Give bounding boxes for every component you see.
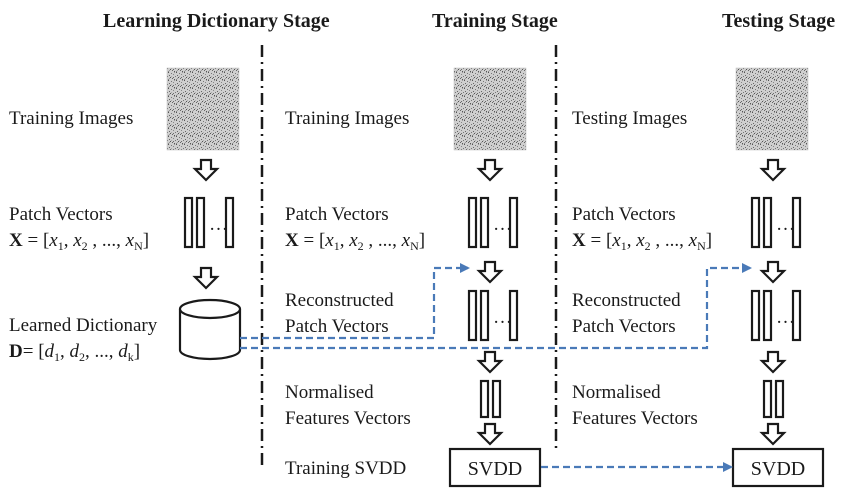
svdd-box-training: [448, 447, 542, 488]
svdd-box-testing: [731, 447, 825, 488]
down-arrow-icon: [759, 158, 787, 182]
patch-vectors-label-testing: Patch Vectors: [572, 204, 676, 225]
normalised-label-testing-line2: Features Vectors: [572, 408, 698, 429]
down-arrow-icon: [476, 158, 504, 182]
training-images-label-learning: Training Images: [9, 108, 133, 129]
training-stage-header: Training Stage: [432, 10, 558, 32]
testing-stage-header: Testing Stage: [722, 10, 835, 32]
ellipsis-icon: …: [776, 307, 795, 328]
down-arrow-icon: [759, 350, 787, 374]
down-arrow-icon: [759, 422, 787, 446]
reconstructed-vectors-icon: [750, 289, 802, 342]
svdd-box-testing-label: SVDD: [751, 458, 805, 480]
dictionary-database-icon: [178, 298, 242, 361]
normalised-label-training-line2: Features Vectors: [285, 408, 411, 429]
training-images-label-training: Training Images: [285, 108, 409, 129]
svdd-box-training-label: SVDD: [468, 458, 522, 480]
down-arrow-icon: [476, 422, 504, 446]
down-arrow-icon: [476, 350, 504, 374]
normalised-vectors-icon: [479, 379, 502, 419]
formula-x-learning: X = [x1, x2 , ..., xN]: [9, 230, 149, 253]
learned-dictionary-label: Learned Dictionary: [9, 315, 158, 336]
training-image-learning: [166, 67, 240, 151]
normalised-label-training-line1: Normalised: [285, 382, 374, 403]
patch-vectors-label-learning: Patch Vectors: [9, 204, 113, 225]
ellipsis-icon: …: [776, 214, 795, 235]
training-image-training: [453, 67, 527, 151]
formula-d: D= [d1, d2, ..., dk]: [9, 341, 140, 364]
testing-images-label: Testing Images: [572, 108, 687, 129]
formula-x-testing: X = [x1, x2 , ..., xN]: [572, 230, 712, 253]
testing-image: [735, 67, 809, 151]
ellipsis-icon: …: [493, 307, 512, 328]
patch-vectors-label-training: Patch Vectors: [285, 204, 389, 225]
formula-x-training: X = [x1, x2 , ..., xN]: [285, 230, 425, 253]
reconstructed-label-training-line1: Reconstructed: [285, 290, 394, 311]
down-arrow-icon: [192, 158, 220, 182]
reconstructed-label-testing-line1: Reconstructed: [572, 290, 681, 311]
learning-stage-header: Learning Dictionary Stage: [103, 10, 330, 32]
training-svdd-label: Training SVDD: [285, 458, 406, 479]
ellipsis-icon: …: [493, 214, 512, 235]
down-arrow-icon: [192, 266, 220, 290]
patch-vectors-icon: [467, 196, 519, 249]
reconstructed-label-testing-line2: Patch Vectors: [572, 316, 676, 337]
down-arrow-icon: [476, 260, 504, 284]
ellipsis-icon: …: [209, 214, 228, 235]
reconstructed-vectors-icon: [467, 289, 519, 342]
dictionary-to-training-arrow: [240, 263, 470, 340]
normalised-label-testing-line1: Normalised: [572, 382, 661, 403]
patch-vectors-icon: [750, 196, 802, 249]
dictionary-to-testing-arrow: [240, 263, 752, 350]
patch-vectors-icon: [183, 196, 235, 249]
reconstructed-label-training-line2: Patch Vectors: [285, 316, 389, 337]
down-arrow-icon: [759, 260, 787, 284]
normalised-vectors-icon: [762, 379, 785, 419]
